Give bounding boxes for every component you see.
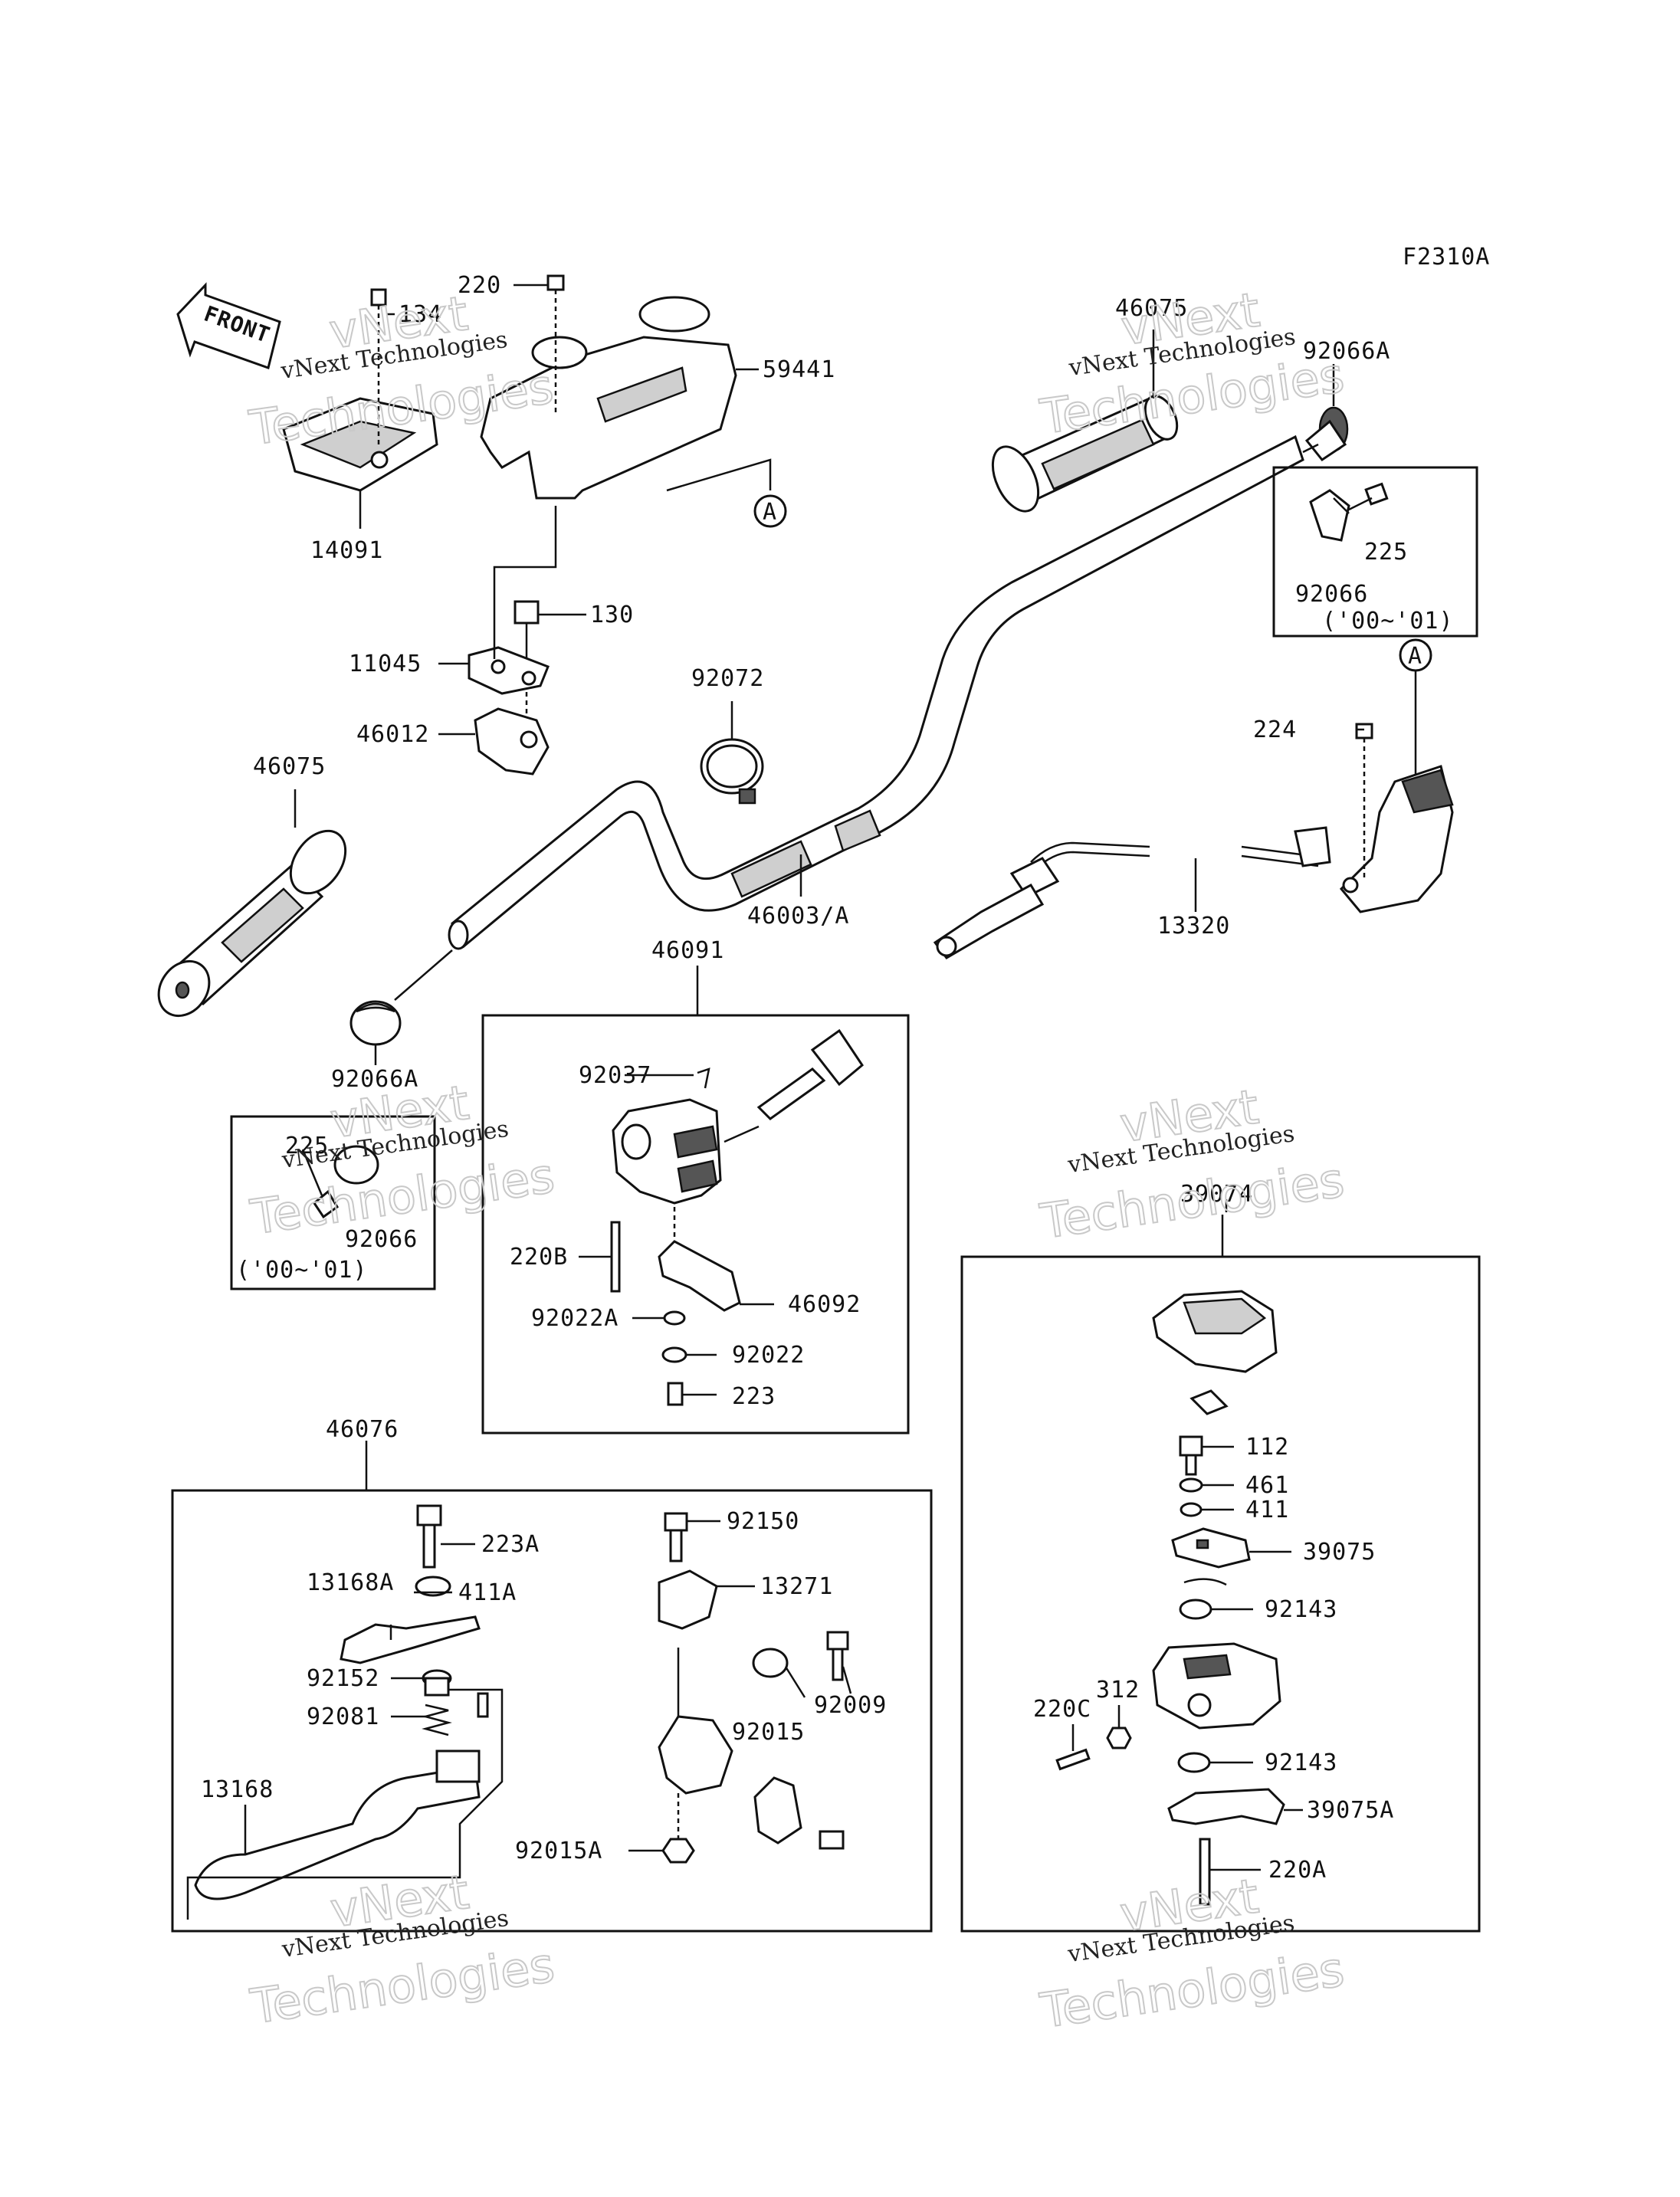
label-220: 220 xyxy=(458,272,501,299)
label-225-right: 225 xyxy=(1364,539,1408,566)
label-220C: 220C xyxy=(1033,1696,1091,1723)
label-46076: 46076 xyxy=(326,1416,399,1443)
label-130: 130 xyxy=(590,602,634,628)
right-grip-46075 xyxy=(991,395,1179,513)
lever-box-46076 xyxy=(171,1489,933,1933)
left-grip-46075 xyxy=(157,829,347,1018)
label-years-left: ('00~'01) xyxy=(236,1257,368,1284)
inset-box-left xyxy=(230,1115,436,1290)
label-224: 224 xyxy=(1253,716,1297,743)
label-46012: 46012 xyxy=(356,721,429,748)
label-225-left: 225 xyxy=(285,1133,329,1159)
switch-parts xyxy=(610,1028,864,1406)
label-13168A: 13168A xyxy=(307,1569,394,1596)
throttle-cover-group xyxy=(282,274,772,776)
watermark-mid-left: vNext vNext Technologies Technologies xyxy=(246,1074,559,1246)
label-92143-a: 92143 xyxy=(1265,1596,1337,1623)
watermark-bottom-left: vNext vNext Technologies Technologies xyxy=(246,1863,559,2035)
label-461: 461 xyxy=(1245,1472,1289,1499)
label-92072: 92072 xyxy=(691,665,764,692)
label-92066-left: 92066 xyxy=(345,1226,418,1253)
label-220B: 220B xyxy=(510,1244,568,1271)
throttle-assembly xyxy=(933,723,1454,959)
label-92150: 92150 xyxy=(727,1508,799,1535)
watermark-mid-right: vNext vNext Technologies Technologies xyxy=(1036,1077,1349,1250)
label-92015A: 92015A xyxy=(515,1838,602,1864)
label-46075-right: 46075 xyxy=(1115,295,1188,322)
label-134: 134 xyxy=(399,301,442,328)
label-46092: 46092 xyxy=(788,1291,861,1318)
label-39074: 39074 xyxy=(1180,1181,1253,1208)
label-411: 411 xyxy=(1245,1497,1289,1523)
leader-lines xyxy=(244,284,1364,1871)
label-312: 312 xyxy=(1096,1677,1140,1703)
label-92037: 92037 xyxy=(579,1062,651,1089)
label-39075A: 39075A xyxy=(1307,1797,1394,1824)
label-112: 112 xyxy=(1245,1434,1289,1461)
label-92066-right: 92066 xyxy=(1295,581,1368,608)
label-46091: 46091 xyxy=(651,937,724,964)
callout-A-top: A xyxy=(753,494,787,528)
label-92022A: 92022A xyxy=(531,1305,619,1332)
right-end-weight-92066A xyxy=(1302,406,1349,462)
watermark-top-right: vNext vNext Technologies Technologies xyxy=(1036,280,1349,445)
label-92143-b: 92143 xyxy=(1265,1749,1337,1776)
label-92066A-left: 92066A xyxy=(331,1066,418,1093)
label-220A: 220A xyxy=(1268,1857,1327,1884)
svg-text:A: A xyxy=(1408,643,1422,670)
kill-switch-parts xyxy=(1055,1290,1285,1906)
label-13320: 13320 xyxy=(1157,913,1230,939)
label-13271: 13271 xyxy=(760,1573,833,1600)
label-59441: 59441 xyxy=(763,356,835,383)
label-92066A-right: 92066A xyxy=(1303,338,1390,365)
label-92152: 92152 xyxy=(307,1665,379,1692)
left-end-weight-92066A xyxy=(349,949,453,1046)
clamp-92072 xyxy=(700,738,764,805)
label-13168: 13168 xyxy=(201,1776,274,1803)
switch-box-39074 xyxy=(960,1255,1481,1933)
label-46075-left: 46075 xyxy=(253,753,326,780)
label-92009: 92009 xyxy=(814,1692,887,1719)
switch-box-46091 xyxy=(481,1014,910,1435)
svg-text:A: A xyxy=(763,499,777,526)
label-92022: 92022 xyxy=(732,1342,805,1369)
front-arrow-icon: FRONT xyxy=(176,282,281,369)
lever-parts xyxy=(186,1504,849,1920)
handlebar xyxy=(448,434,1304,950)
label-14091: 14091 xyxy=(310,537,383,564)
figure-code: F2310A xyxy=(1403,244,1490,271)
label-223: 223 xyxy=(732,1383,776,1410)
label-223A: 223A xyxy=(481,1531,540,1558)
watermark-bottom-right: vNext vNext Technologies Technologies xyxy=(1036,1867,1349,2039)
inset-left-parts xyxy=(301,1145,379,1219)
label-411A: 411A xyxy=(458,1579,517,1606)
label-46003A: 46003/A xyxy=(747,903,849,930)
label-39075: 39075 xyxy=(1303,1539,1376,1566)
label-years-right: ('00~'01) xyxy=(1322,608,1454,635)
label-92081: 92081 xyxy=(307,1703,379,1730)
label-11045: 11045 xyxy=(349,651,422,677)
inset-box-right xyxy=(1272,466,1478,638)
label-92015: 92015 xyxy=(732,1719,805,1746)
callout-A-right: A xyxy=(1399,638,1432,774)
